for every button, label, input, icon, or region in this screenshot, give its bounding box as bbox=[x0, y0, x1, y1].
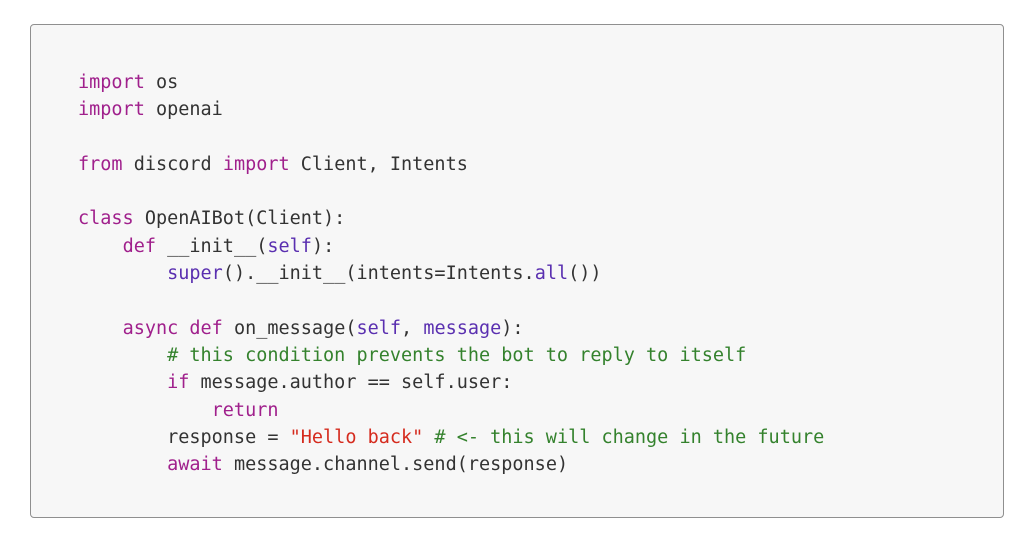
code-token-plain: discord bbox=[122, 153, 223, 175]
code-token-keyword: import bbox=[78, 72, 145, 93]
code-line: response = "Hello back" # <- this will c… bbox=[78, 424, 824, 451]
code-line: import os bbox=[78, 69, 824, 96]
code-token-keyword: import bbox=[78, 99, 145, 121]
code-token-plain: , bbox=[401, 317, 424, 339]
code-token-plain: ): bbox=[501, 317, 524, 339]
code-token-plain: message.author == self.user: bbox=[189, 372, 513, 394]
code-token-comment: # this condition prevents the bot to rep… bbox=[167, 344, 747, 366]
code-token-keyword: if bbox=[167, 372, 190, 394]
code-token-keyword: def bbox=[122, 235, 156, 257]
code-line: # this condition prevents the bot to rep… bbox=[78, 342, 824, 369]
code-line bbox=[78, 124, 824, 151]
code-line: def __init__(self): bbox=[78, 233, 824, 260]
code-token-builtin: all bbox=[534, 263, 569, 285]
code-line: import openai bbox=[78, 96, 824, 123]
code-token-plain: response = bbox=[78, 426, 290, 448]
code-token-plain: __init__( bbox=[155, 235, 268, 257]
code-token-plain: ): bbox=[311, 235, 335, 257]
code-line: class OpenAIBot(Client): bbox=[78, 205, 824, 232]
code-token-builtin: self bbox=[356, 317, 402, 339]
code-token-keyword: def bbox=[189, 317, 223, 339]
code-line: from discord import Client, Intents bbox=[78, 151, 824, 178]
code-token-keyword: from bbox=[78, 153, 123, 175]
code-token-plain bbox=[78, 236, 123, 257]
code-token-plain bbox=[423, 427, 434, 448]
code-line bbox=[78, 287, 824, 314]
code-token-plain: message.channel.send(response) bbox=[222, 454, 569, 476]
code-token-plain bbox=[78, 345, 167, 366]
code-token-plain: ()) bbox=[568, 263, 602, 285]
code-token-builtin: message bbox=[423, 317, 502, 339]
code-token-plain: OpenAIBot(Client): bbox=[133, 208, 346, 230]
code-token-keyword: import bbox=[222, 153, 290, 175]
code-token-keyword: await bbox=[167, 454, 223, 476]
code-token-plain bbox=[78, 454, 167, 475]
code-line: if message.author == self.user: bbox=[78, 369, 824, 396]
code-token-plain bbox=[78, 263, 167, 284]
code-line: super().__init__(intents=Intents.all()) bbox=[78, 260, 824, 287]
code-token-plain: ().__init__(intents=Intents. bbox=[222, 263, 535, 285]
code-line: await message.channel.send(response) bbox=[78, 451, 824, 478]
code-token-plain bbox=[78, 372, 167, 393]
code-token-keyword: class bbox=[78, 208, 134, 230]
code-token-plain: on_message( bbox=[222, 317, 357, 339]
code-token-builtin: self bbox=[267, 235, 312, 257]
code-token-plain bbox=[78, 400, 212, 421]
code-token-plain: openai bbox=[144, 99, 223, 121]
code-line: return bbox=[78, 397, 824, 424]
code-token-plain: os bbox=[144, 72, 179, 93]
code-token-keyword: return bbox=[211, 399, 279, 421]
code-token-plain: Client, Intents bbox=[289, 153, 468, 175]
code-line bbox=[78, 178, 824, 205]
code-token-plain bbox=[78, 318, 123, 339]
code-token-string: "Hello back" bbox=[289, 426, 424, 448]
code-token-keyword: async bbox=[122, 317, 179, 339]
code-line: async def on_message(self, message): bbox=[78, 315, 824, 342]
code-token-plain bbox=[178, 318, 189, 339]
code-token-comment: # <- this will change in the future bbox=[434, 426, 825, 448]
code-token-builtin: super bbox=[167, 263, 223, 285]
